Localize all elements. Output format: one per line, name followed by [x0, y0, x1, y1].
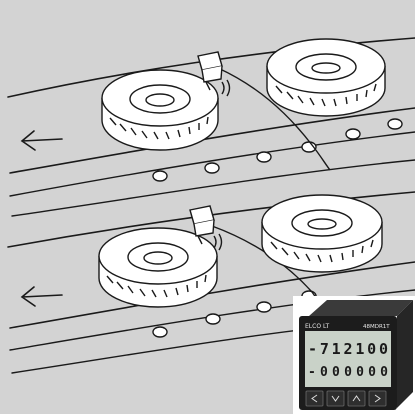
device-button-3 — [348, 391, 365, 406]
device-button-1 — [306, 391, 323, 406]
device-model-label: 48MDR1T — [363, 324, 390, 330]
device-main-display: -712100 — [308, 340, 388, 358]
upper-left-tire — [102, 70, 218, 150]
device-housing-side — [397, 300, 413, 408]
device-button-2 — [327, 391, 344, 406]
device-button-4 — [369, 391, 386, 406]
lower-right-tire — [262, 195, 382, 272]
counter-device-photo: ELCO LT 48MDR1T -712100 -000000 — [293, 296, 415, 414]
device-brand-label: ELCO LT — [305, 323, 329, 330]
device-housing-top — [309, 300, 413, 316]
upper-right-tire — [267, 39, 385, 116]
